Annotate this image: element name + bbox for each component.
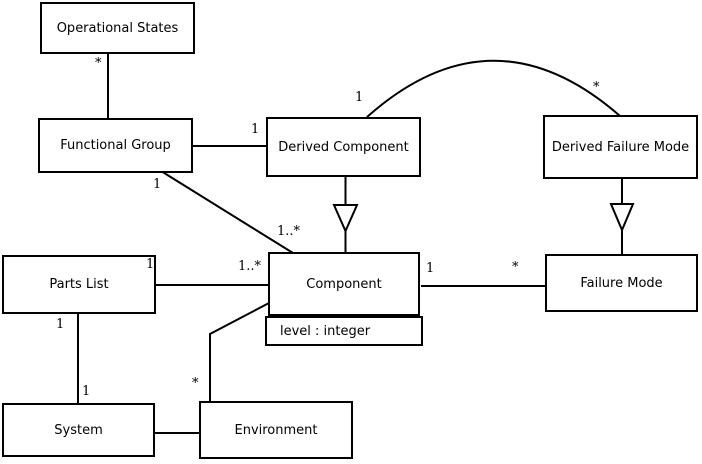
multiplicity-functional-group-one: 1 [153, 177, 162, 192]
class-failure-mode-label: Failure Mode [580, 275, 663, 291]
class-functional-group-label: Functional Group [60, 138, 171, 153]
multiplicity-parts-list-system-one-top: 1 [56, 317, 65, 332]
class-derived-failure-mode-label: Derived Failure Mode [551, 139, 690, 155]
class-derived-component[interactable]: Derived Component [266, 117, 421, 177]
multiplicity-derived-component-one: 1 [251, 122, 260, 137]
multiplicity-failure-mode-star: * [512, 260, 519, 275]
multiplicity-component-one-to-many-left: 1..* [238, 259, 262, 274]
multiplicity-environment-star: * [192, 376, 199, 391]
multiplicity-arc-derived-component-one: 1 [355, 90, 364, 105]
class-system[interactable]: System [2, 403, 155, 457]
class-environment[interactable]: Environment [199, 401, 353, 459]
class-component-label: Component [306, 276, 382, 292]
generalization-triangle-component [332, 204, 359, 234]
generalization-triangle-failure-mode [609, 203, 635, 233]
multiplicity-parts-list-one: 1 [146, 257, 155, 272]
association-derived-component-derived-failure-mode-arc [366, 59, 621, 118]
class-derived-failure-mode[interactable]: Derived Failure Mode [543, 115, 698, 179]
class-component[interactable]: Component [268, 252, 420, 316]
multiplicity-operational-states-star: * [95, 56, 102, 71]
class-environment-label: Environment [234, 422, 318, 438]
class-component-attributes[interactable]: level : integer [265, 316, 423, 346]
class-functional-group[interactable]: Functional Group [38, 118, 193, 173]
class-derived-component-label: Derived Component [278, 139, 409, 155]
class-failure-mode[interactable]: Failure Mode [545, 254, 698, 312]
multiplicity-parts-list-system-one-bottom: 1 [82, 384, 91, 399]
class-parts-list[interactable]: Parts List [2, 255, 156, 314]
multiplicity-arc-derived-failure-mode-star: * [593, 80, 600, 95]
class-system-label: System [54, 422, 103, 438]
component-attribute-level: level : integer [280, 323, 371, 339]
multiplicity-component-one-right: 1 [426, 261, 435, 276]
multiplicity-component-one-to-many-upper: 1..* [277, 224, 301, 239]
association-functional-group-component [160, 170, 294, 254]
class-operational-states[interactable]: Operational States [40, 2, 195, 54]
association-environment-component [209, 302, 270, 402]
class-parts-list-label: Parts List [49, 277, 109, 292]
class-operational-states-label: Operational States [56, 20, 179, 36]
